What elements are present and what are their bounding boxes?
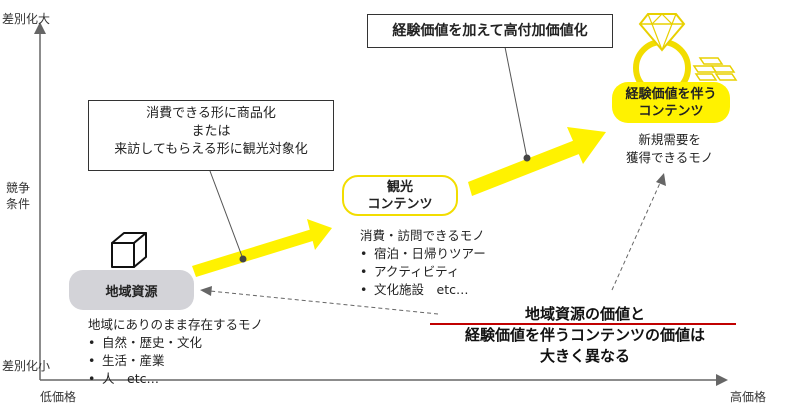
- conclusion-line3: 大きく異なる: [539, 347, 630, 365]
- tourism-content-pill: 観光 コンテンツ: [342, 175, 458, 216]
- tourism-content-item: 宿泊・日帰りツアー: [360, 245, 486, 263]
- x-axis-left-label: 低価格: [40, 390, 77, 404]
- tourism-content-desc: 消費・訪問できるモノ: [360, 228, 485, 243]
- tourism-content-line1: 観光: [386, 179, 413, 195]
- x-axis-right-label: 高価格: [730, 390, 767, 404]
- local-resources-item: 人 etc…: [88, 370, 263, 388]
- conclusion-line2: 経験価値を伴うコンテンツの価値は: [464, 326, 705, 344]
- gold-bars-icon: [692, 57, 738, 81]
- tourism-content-item: アクティビティ: [360, 263, 486, 281]
- tourism-content-line2: コンテンツ: [367, 196, 433, 212]
- local-resources-description: 地域にありのまま存在するモノ 自然・歴史・文化 生活・産業 人 etc…: [88, 316, 263, 388]
- leader-line-right: [504, 46, 528, 159]
- experience-desc-line1: 新規需要を: [638, 132, 701, 147]
- conclusion-text: 地域資源の価値と 経験価値を伴うコンテンツの価値は 大きく異なる: [432, 304, 738, 367]
- experience-content-line2: コンテンツ: [638, 103, 704, 119]
- callout-left-line3: 来訪してもらえる形に観光対象化: [114, 142, 308, 157]
- y-axis-top-label: 差別化大: [2, 12, 51, 26]
- dashed-arrow-left: [200, 286, 439, 315]
- dashed-arrow-up: [611, 173, 666, 291]
- experience-desc-line2: 獲得できるモノ: [626, 150, 714, 165]
- value-arrow-2: [468, 127, 606, 196]
- callout-left-line1: 消費できる形に商品化: [146, 106, 276, 121]
- y-axis-mid-line2: 条件: [6, 197, 31, 211]
- leader-dot-right: [523, 154, 531, 162]
- value-arrow-1: [192, 219, 332, 277]
- y-axis-mid-label: 競争 条件: [6, 180, 30, 212]
- tourism-content-description: 消費・訪問できるモノ 宿泊・日帰りツアー アクティビティ 文化施設 etc…: [360, 227, 486, 299]
- callout-commercialize: 消費できる形に商品化 または 来訪してもらえる形に観光対象化: [88, 100, 334, 171]
- y-axis-mid-line1: 競争: [6, 181, 31, 195]
- leader-line-left: [209, 170, 244, 260]
- y-axis-bottom-label: 差別化小: [2, 359, 51, 373]
- conclusion-line1: 地域資源の価値と: [524, 305, 645, 323]
- callout-left-line2: または: [191, 124, 231, 139]
- local-resources-item: 生活・産業: [88, 352, 263, 370]
- leader-dot-left: [239, 255, 247, 263]
- cube-icon: [111, 232, 147, 268]
- experience-content-description: 新規需要を 獲得できるモノ: [626, 131, 713, 167]
- experience-content-line1: 経験価値を伴う: [625, 86, 717, 102]
- tourism-content-item: 文化施設 etc…: [360, 281, 486, 299]
- callout-add-experience: 経験価値を加えて高付加価値化: [367, 14, 613, 48]
- local-resources-item: 自然・歴史・文化: [88, 334, 263, 352]
- local-resources-desc: 地域にありのまま存在するモノ: [88, 317, 264, 332]
- local-resources-pill: 地域資源: [69, 270, 194, 310]
- experience-content-pill: 経験価値を伴う コンテンツ: [612, 82, 730, 123]
